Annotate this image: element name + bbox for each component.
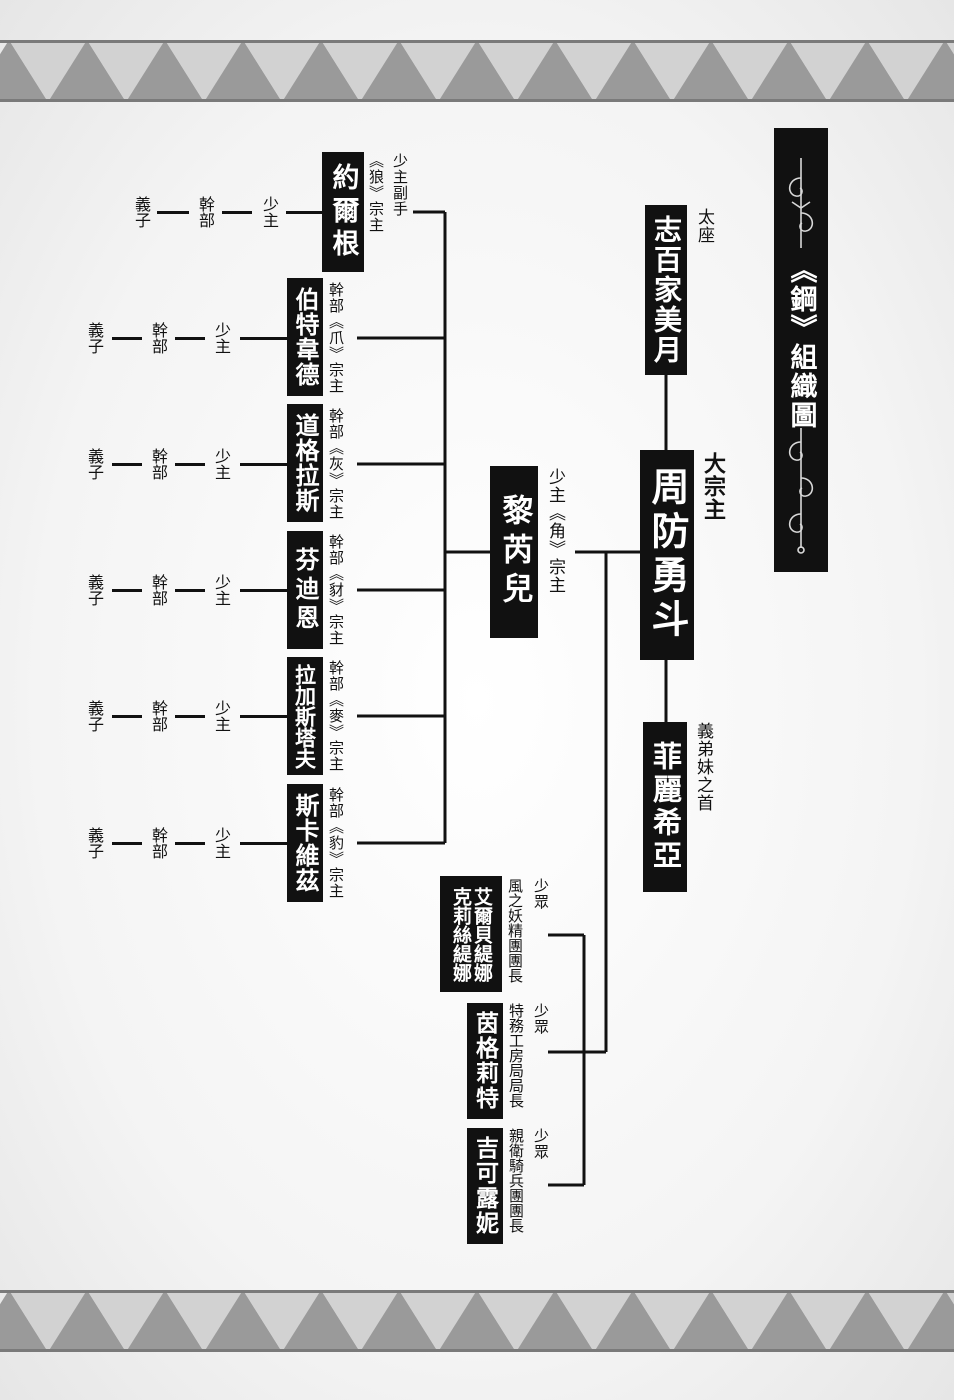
member-role-3: 親衛騎兵團團長 bbox=[507, 1128, 525, 1233]
title-frame: 《鋼》組織圖 bbox=[774, 128, 828, 572]
chain-son-1: 義子 bbox=[85, 322, 104, 354]
chain-exec-3: 幹部 bbox=[149, 574, 168, 606]
chain-heir-1: 少主 bbox=[212, 322, 231, 354]
chain-son-3: 義子 bbox=[85, 574, 104, 606]
member-box-2: 茵格莉特 bbox=[467, 1003, 503, 1119]
chain-son-2: 義子 bbox=[85, 448, 104, 480]
branch-role-1: 幹部《爪》宗主 bbox=[327, 282, 345, 394]
ookami-role-line1: 少主副手 bbox=[391, 153, 409, 217]
branch-name-2: 道格拉斯 bbox=[291, 413, 320, 513]
branch-box-4: 拉加斯塔夫 bbox=[287, 657, 323, 775]
chain-exec-5: 幹部 bbox=[149, 827, 168, 859]
branch-role-2: 幹部《灰》宗主 bbox=[327, 408, 345, 520]
chain-son-4: 義子 bbox=[85, 700, 104, 732]
ookami-chain-exec: 幹部 bbox=[196, 196, 215, 228]
top-decorative-band bbox=[0, 40, 954, 102]
vine-ornament-icon bbox=[788, 158, 814, 248]
branch-name-3: 芬迪恩 bbox=[291, 546, 320, 634]
bottom-decorative-band bbox=[0, 1290, 954, 1352]
vine-ornament-icon bbox=[788, 428, 814, 554]
taiza-name: 志百家美月 bbox=[650, 215, 683, 365]
chain-heir-2: 少主 bbox=[212, 448, 231, 480]
branch-role-4: 幹部《麥》宗主 bbox=[327, 660, 345, 772]
branch-box-3: 芬迪恩 bbox=[287, 531, 323, 649]
ookami-chain-son: 義子 bbox=[132, 196, 151, 228]
branch-name-4: 拉加斯塔夫 bbox=[292, 663, 318, 769]
taiza-role: 太座 bbox=[694, 208, 714, 244]
sister-role: 義弟妹之首 bbox=[693, 722, 713, 812]
chain-son-5: 義子 bbox=[85, 827, 104, 859]
triangle-pattern-bottom bbox=[0, 1290, 954, 1352]
member-box-3: 吉可露妮 bbox=[467, 1128, 503, 1244]
member-name-2: 茵格莉特 bbox=[471, 1011, 499, 1111]
branch-role-5: 幹部《豹》宗主 bbox=[327, 787, 345, 899]
leader-box: 周防勇斗 bbox=[640, 450, 694, 660]
branch-box-1: 伯特韋德 bbox=[287, 278, 323, 396]
chart-title: 《鋼》組織圖 bbox=[785, 256, 817, 430]
member-role-2: 特務工房局局長 bbox=[507, 1003, 525, 1108]
sister-box: 菲麗希亞 bbox=[643, 722, 687, 892]
chain-exec-1: 幹部 bbox=[149, 322, 168, 354]
ookami-chain-heir: 少主 bbox=[260, 196, 279, 228]
member-name-1a: 克莉絲緹娜 bbox=[450, 886, 472, 982]
ookami-name: 約爾根 bbox=[327, 162, 359, 262]
branch-box-5: 斯卡維茲 bbox=[287, 784, 323, 902]
chain-exec-4: 幹部 bbox=[149, 700, 168, 732]
branch-name-1: 伯特韋德 bbox=[291, 287, 320, 387]
member-rank-3: 少眾 bbox=[532, 1128, 550, 1160]
chain-heir-4: 少主 bbox=[212, 700, 231, 732]
member-rank-2: 少眾 bbox=[532, 1003, 550, 1035]
member-role-1: 風之妖精團團長 bbox=[506, 878, 524, 983]
member-name-3: 吉可露妮 bbox=[471, 1136, 499, 1236]
chain-heir-5: 少主 bbox=[212, 827, 231, 859]
branch-role-3: 幹部《豺》宗主 bbox=[327, 534, 345, 646]
triangle-pattern-top bbox=[0, 40, 954, 102]
member-rank-1: 少眾 bbox=[532, 878, 550, 910]
branch-name-5: 斯卡維茲 bbox=[291, 793, 320, 893]
leader-role: 大宗主 bbox=[700, 452, 726, 521]
ookami-box: 約爾根 bbox=[322, 152, 364, 272]
chain-heir-3: 少主 bbox=[212, 574, 231, 606]
kaku-box: 黎芮兒 bbox=[490, 466, 538, 638]
branch-box-2: 道格拉斯 bbox=[287, 404, 323, 522]
kaku-role: 少主《角》宗主 bbox=[545, 468, 565, 594]
member-name-1b: 艾爾貝緹娜 bbox=[471, 886, 493, 982]
member-box-1: 克莉絲緹娜 艾爾貝緹娜 bbox=[440, 876, 502, 992]
ookami-role-line2: 《狼》宗主 bbox=[367, 153, 385, 233]
taiza-box: 志百家美月 bbox=[645, 205, 687, 375]
chain-exec-2: 幹部 bbox=[149, 448, 168, 480]
kaku-name: 黎芮兒 bbox=[496, 493, 533, 611]
sister-name: 菲麗希亞 bbox=[648, 741, 683, 873]
leader-name: 周防勇斗 bbox=[645, 467, 690, 643]
